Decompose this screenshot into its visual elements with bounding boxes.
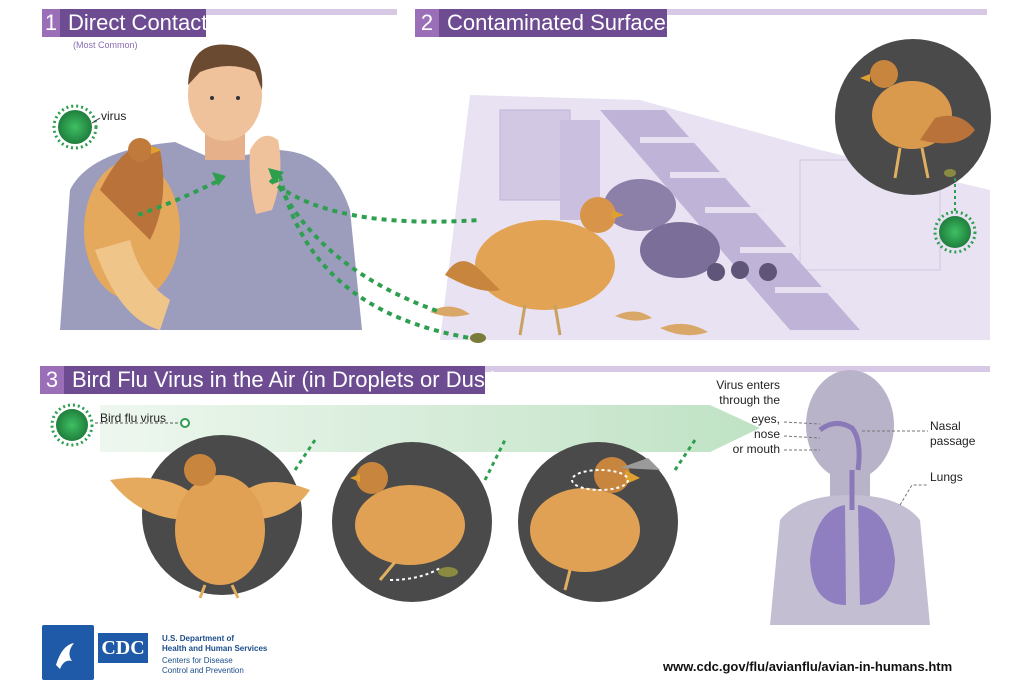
scratching-scene — [332, 442, 492, 602]
entry-label-nose: nose — [753, 427, 780, 441]
section1-subtitle: (Most Common) — [73, 40, 138, 50]
entry-label-mouth: or mouth — [732, 442, 780, 456]
source-url: www.cdc.gov/flu/avianflu/avian-in-humans… — [663, 659, 953, 674]
virus-label: virus — [101, 109, 127, 123]
section3-header-bar — [40, 366, 990, 372]
section2-number: 2 — [415, 9, 439, 37]
hhs-eagle-icon — [42, 625, 94, 680]
cdc-logo: CDC — [42, 625, 154, 680]
arrow-head-icon — [268, 168, 284, 184]
agency-line3: Centers for Disease — [162, 656, 233, 665]
entry-label-line2: through the — [719, 393, 780, 407]
section1-number: 1 — [42, 9, 60, 37]
airborne-band — [100, 405, 760, 452]
lungs-label: Lungs — [930, 470, 963, 484]
droppings-icon — [470, 333, 486, 343]
chicken-droppings-inset — [835, 39, 991, 195]
foreground-chicken — [445, 197, 624, 336]
cdc-logo-badge: CDC — [98, 633, 148, 663]
section2-title: Contaminated Surfaces — [439, 9, 677, 37]
feather-icon — [430, 306, 470, 317]
airborne-arrows — [293, 439, 697, 481]
virus-icon — [933, 178, 977, 254]
nasal-label-line2: passage — [930, 434, 976, 448]
nasal-label-line1: Nasal — [930, 419, 961, 433]
entry-pointer-lines — [783, 421, 928, 506]
arrow-head-icon — [212, 172, 226, 186]
feather-icon — [660, 323, 708, 336]
human-silhouette — [770, 370, 930, 625]
agency-line4: Control and Prevention — [162, 666, 244, 675]
virus-icon — [52, 104, 101, 150]
agency-line2: Health and Human Services — [162, 644, 268, 653]
transmission-arrows — [137, 175, 481, 340]
section1-header-bar — [42, 9, 397, 15]
pointer-dot — [180, 418, 190, 428]
entry-label-eyes: eyes, — [751, 412, 780, 426]
flapping-wings-scene — [110, 435, 310, 599]
section3-title: Bird Flu Virus in the Air (in Droplets o… — [64, 366, 498, 394]
virus-icon — [50, 403, 94, 447]
entry-label-line1: Virus enters — [716, 378, 780, 392]
feather-icon — [615, 311, 652, 321]
shaking-head-scene — [518, 442, 678, 602]
bird-flu-virus-label: Bird flu virus — [100, 411, 167, 425]
section3-number: 3 — [40, 366, 64, 394]
agency-line1: U.S. Department of — [162, 634, 235, 643]
section1-title: Direct Contact — [60, 9, 207, 37]
held-chicken — [84, 138, 180, 330]
section2-header-bar — [415, 9, 987, 15]
